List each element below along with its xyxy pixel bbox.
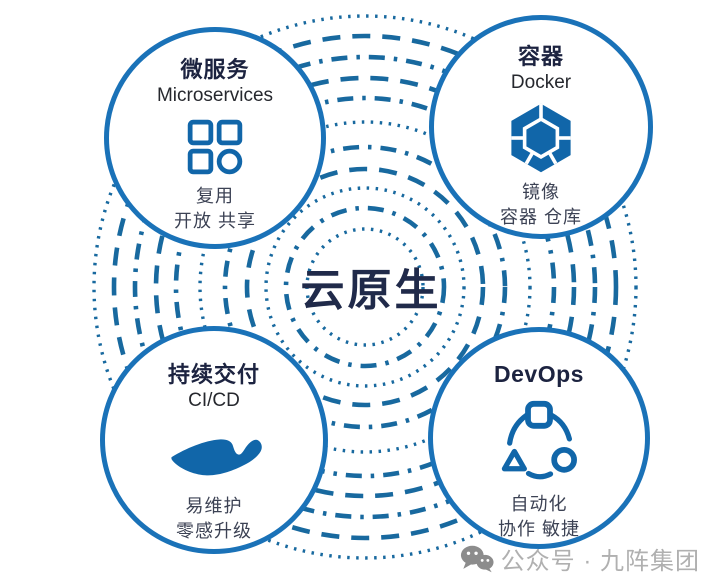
- devops-line-2: 协作 敏捷: [497, 519, 580, 539]
- microservices-title: 微服务: [180, 57, 250, 82]
- devops-title: DevOps: [494, 361, 584, 387]
- container-circle: 容器 Docker 镜像 容器 仓库: [429, 15, 653, 239]
- wechat-icon: [460, 545, 494, 573]
- devops-circle: DevOps 自动化 协作 敏捷: [428, 327, 650, 549]
- center-label: 云原生: [300, 266, 442, 315]
- cube-icon: [511, 103, 571, 173]
- microservices-subtitle: Microservices: [156, 85, 274, 106]
- container-title: 容器: [517, 44, 564, 69]
- hand-icon: [171, 439, 262, 476]
- watermark-text: 公众号 · 九阵集团: [500, 548, 700, 575]
- microservices-line-1: 复用: [196, 186, 234, 206]
- cicd-line-2: 零感升级: [176, 521, 252, 541]
- grid-apps-icon: [187, 119, 243, 175]
- cicd-circle: 持续交付 CI/CD 易维护 零感升级: [100, 326, 328, 554]
- cicd-subtitle: CI/CD: [188, 390, 240, 411]
- container-line-2: 容器 仓库: [499, 207, 582, 227]
- cicd-title: 持续交付: [167, 362, 260, 387]
- watermark: 公众号 · 九阵集团: [460, 541, 700, 576]
- microservices-line-2: 开放 共享: [173, 211, 256, 231]
- container-line-1: 镜像: [522, 182, 560, 202]
- devops-cycle-icon: [501, 400, 577, 480]
- cicd-line-1: 易维护: [185, 496, 243, 516]
- container-subtitle: Docker: [510, 72, 572, 93]
- devops-line-1: 自动化: [510, 494, 568, 514]
- microservices-circle: 微服务 Microservices 复用 开放 共享: [104, 27, 326, 249]
